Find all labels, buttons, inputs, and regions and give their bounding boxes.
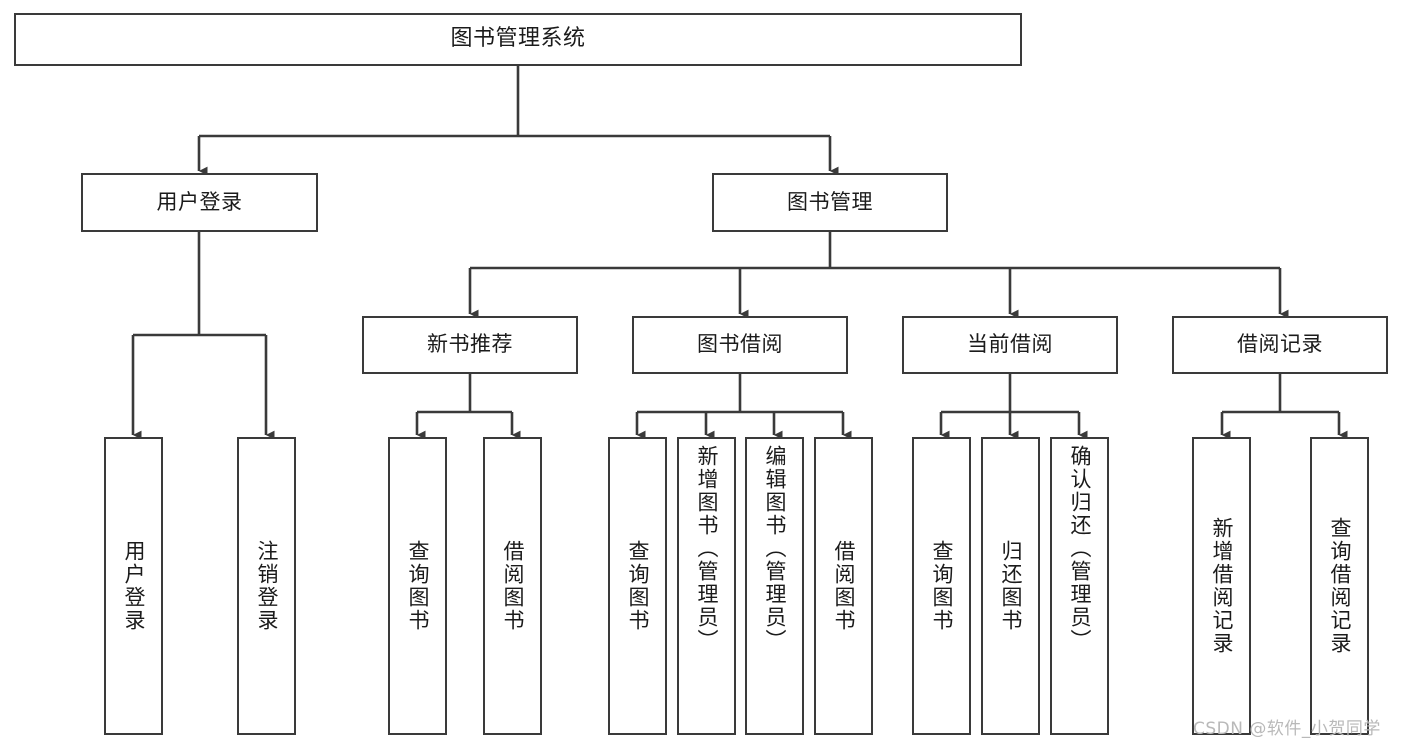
node-leaf-borrow-book[interactable]: 借阅图书 [814, 437, 873, 735]
node-label: 新增图书（管理员） [695, 445, 719, 652]
node-label: 查询图书 [406, 540, 430, 632]
node-leaf-query-borrow-record[interactable]: 查询借阅记录 [1310, 437, 1369, 735]
node-leaf-return-book[interactable]: 归还图书 [981, 437, 1040, 735]
node-leaf-user-login[interactable]: 用户登录 [104, 437, 163, 735]
node-leaf-add-borrow-record[interactable]: 新增借阅记录 [1192, 437, 1251, 735]
node-label: 借阅图书 [501, 540, 525, 632]
node-book-management[interactable]: 图书管理 [712, 173, 948, 232]
node-label: 图书管理系统 [450, 26, 586, 52]
node-borrow-record[interactable]: 借阅记录 [1172, 316, 1388, 374]
node-label: 查询借阅记录 [1328, 517, 1352, 655]
csdn-watermark: CSDN @软件_小贺同学 [1193, 719, 1381, 739]
node-leaf-query-book-borrow[interactable]: 查询图书 [608, 437, 667, 735]
node-label: 借阅记录 [1237, 332, 1323, 357]
node-label: 图书借阅 [697, 332, 783, 357]
node-label: 当前借阅 [967, 332, 1053, 357]
node-label: 用户登录 [156, 189, 243, 214]
node-label: 确认归还（管理员） [1068, 445, 1092, 652]
node-label: 编辑图书（管理员） [763, 445, 787, 652]
node-label: 新书推荐 [427, 332, 513, 357]
node-leaf-add-book[interactable]: 新增图书（管理员） [677, 437, 736, 735]
node-label: 用户登录 [122, 540, 146, 632]
node-root-book-management-system[interactable]: 图书管理系统 [14, 13, 1022, 66]
node-label: 图书管理 [787, 189, 873, 214]
node-leaf-query-book-current[interactable]: 查询图书 [912, 437, 971, 735]
node-label: 查询图书 [930, 540, 954, 632]
node-leaf-logout[interactable]: 注销登录 [237, 437, 296, 735]
node-current-borrow[interactable]: 当前借阅 [902, 316, 1118, 374]
node-leaf-query-book-recommend[interactable]: 查询图书 [388, 437, 447, 735]
node-leaf-borrow-book-recommend[interactable]: 借阅图书 [483, 437, 542, 735]
node-leaf-edit-book[interactable]: 编辑图书（管理员） [745, 437, 804, 735]
node-leaf-confirm-return[interactable]: 确认归还（管理员） [1050, 437, 1109, 735]
node-label: 归还图书 [999, 540, 1023, 632]
node-new-book-recommend[interactable]: 新书推荐 [362, 316, 578, 374]
node-label: 新增借阅记录 [1210, 517, 1234, 655]
node-label: 查询图书 [626, 540, 650, 632]
node-book-borrow[interactable]: 图书借阅 [632, 316, 848, 374]
node-label: 注销登录 [255, 540, 279, 632]
node-label: 借阅图书 [832, 540, 856, 632]
node-user-login[interactable]: 用户登录 [81, 173, 318, 232]
